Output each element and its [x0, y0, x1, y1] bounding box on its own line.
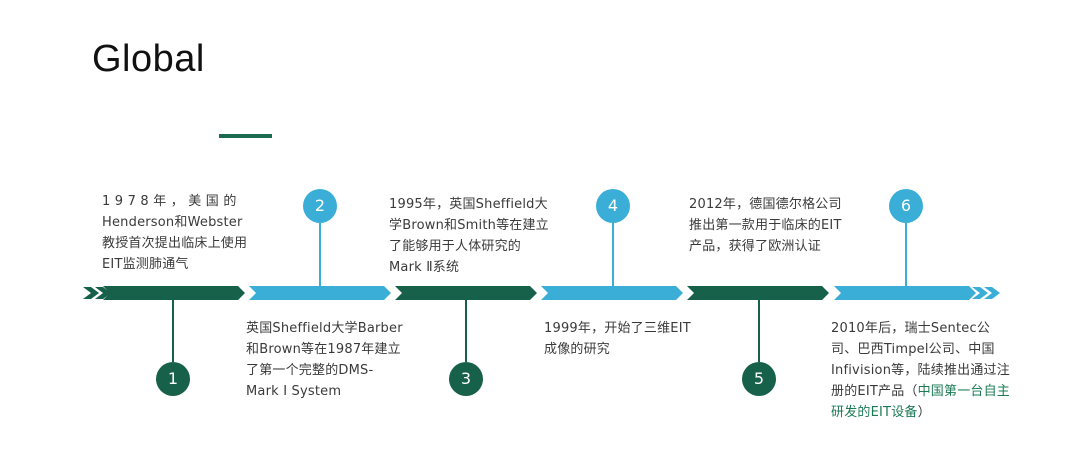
milestone-3-number: 3: [449, 362, 483, 396]
timeline-segment-4: [541, 286, 683, 300]
milestone-6-text: 2010年后，瑞士Sentec公司、巴西Timpel公司、中国Infivisio…: [831, 318, 1011, 423]
page-title: Global: [92, 38, 205, 80]
timeline-segment-1: [103, 286, 245, 300]
milestone-3-text: 1995年，英国Sheffield大学Brown和Smith等在建立了能够用于人…: [389, 197, 549, 275]
milestone-6-text-main: 2010年后，瑞士Sentec公司、巴西Timpel公司、中国Infivisio…: [831, 321, 1010, 399]
title-underline: [219, 134, 272, 138]
milestone-2-number: 2: [303, 189, 337, 223]
timeline-segment-3: [395, 286, 537, 300]
timeline-start-chevron: [83, 287, 99, 299]
timeline-segment-2: [249, 286, 391, 300]
milestone-4-number: 4: [596, 189, 630, 223]
milestone-6-highlight: 中国第一台自主研发的EIT设备: [831, 384, 1010, 420]
milestone-6-text-tail: ）: [917, 405, 931, 420]
milestone-5-text: 2012年，德国德尔格公司推出第一款用于临床的EIT产品，获得了欧洲认证: [689, 197, 842, 254]
timeline-end-chevron: [972, 287, 988, 299]
milestone-5-number: 5: [742, 362, 776, 396]
milestone-6-number: 6: [889, 189, 923, 223]
timeline-segment-6: [834, 286, 976, 300]
milestone-2-text: 英国Sheffield大学Barber和Brown等在1987年建立了第一个完整…: [246, 321, 403, 399]
timeline-end-chevron: [984, 287, 1000, 299]
milestone-1-text: 1 9 7 8 年 ， 美 国 的 Henderson和Webster教授首次提…: [102, 194, 248, 272]
milestone-1-number: 1: [156, 362, 190, 396]
milestone-4-text: 1999年，开始了三维EIT成像的研究: [544, 321, 691, 357]
timeline-segment-5: [687, 286, 829, 300]
